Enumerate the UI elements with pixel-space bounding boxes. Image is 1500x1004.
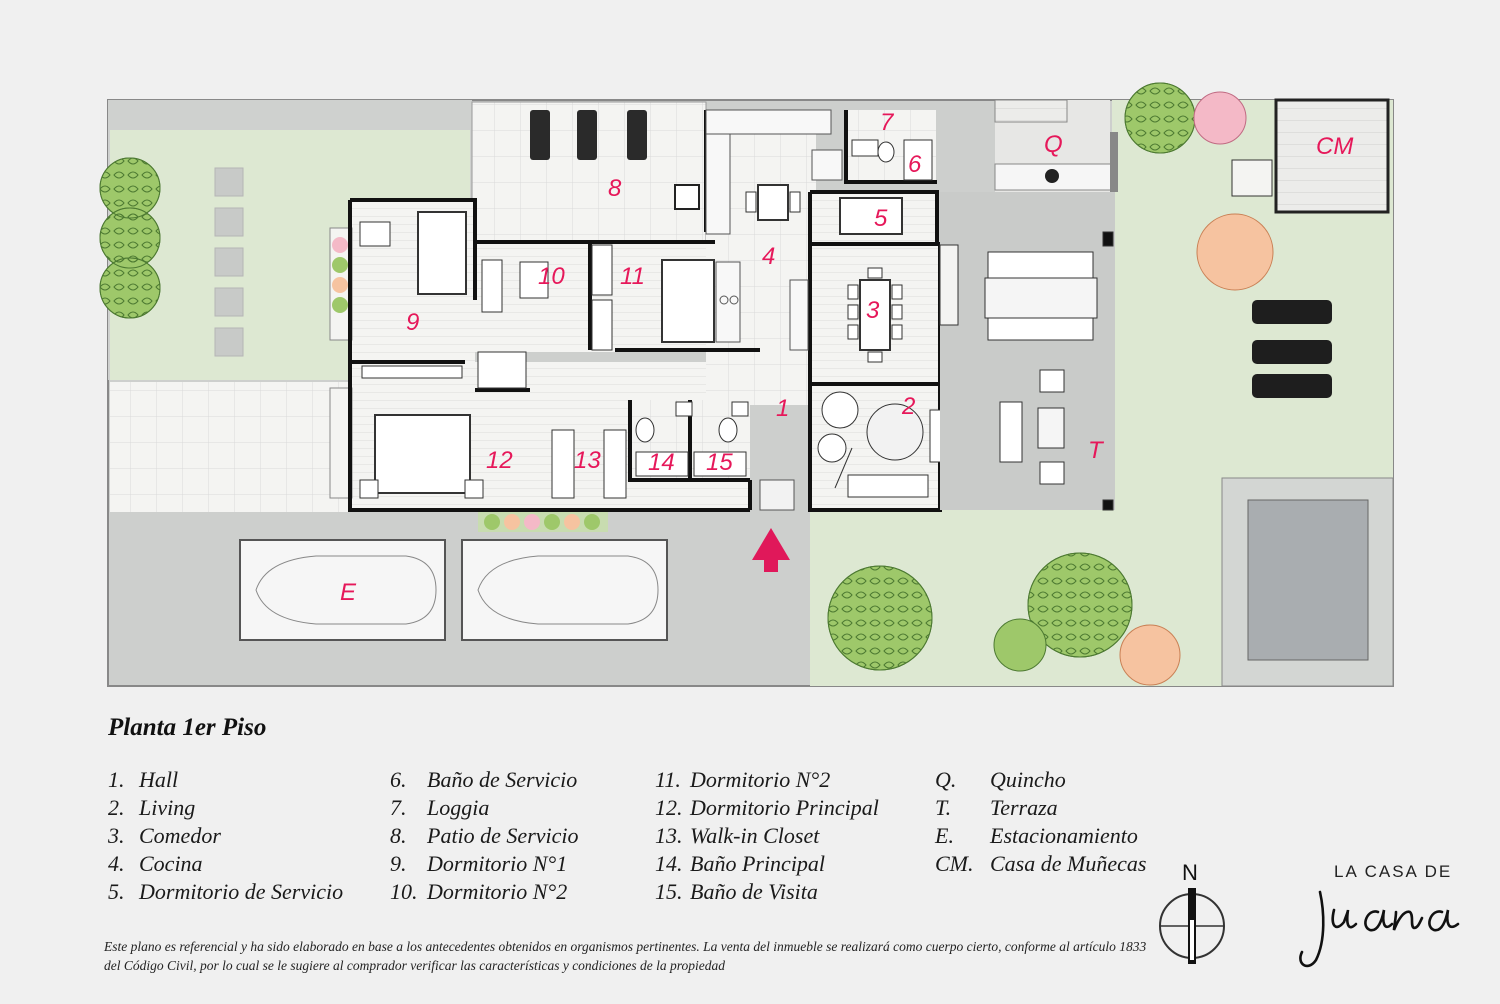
pool-loungers: [1252, 300, 1332, 398]
trees: [99, 82, 1274, 686]
legend-item: 13.Walk-in Closet: [655, 823, 820, 848]
tree-green-small: [993, 618, 1047, 672]
flower-beds: [332, 237, 608, 532]
legend-item: Q.Quincho: [935, 767, 1066, 792]
brand-tagline: LA CASA DE: [1334, 862, 1453, 881]
legend-column-1: 1.Hall 2.Living 3.Comedor 4.Cocina 5.Dor…: [108, 766, 343, 906]
quincho-area: [994, 99, 1118, 192]
legend-item: 8.Patio de Servicio: [390, 823, 579, 848]
legend-item: 14.Baño Principal: [655, 851, 826, 876]
legend-item: T.Terraza: [935, 795, 1058, 820]
legend-item: 3.Comedor: [108, 823, 221, 848]
tree-orange: [1196, 213, 1274, 291]
kitchen-table: [745, 184, 801, 221]
bathroom-fixtures: [635, 139, 933, 477]
legend-item: 5.Dormitorio de Servicio: [108, 879, 344, 904]
room-label-15: 15: [706, 449, 733, 476]
brand-logo: LA CASA DE: [1290, 860, 1480, 980]
legend-column-2: 6.Baño de Servicio 7.Loggia 8.Patio de S…: [390, 766, 579, 906]
parking-area: [200, 512, 810, 662]
legend-item: 10.Dormitorio N°2: [390, 879, 568, 904]
legend-item: 15.Baño de Visita: [655, 879, 818, 904]
room-label-5: 5: [874, 205, 888, 232]
room-label-t: T: [1088, 437, 1105, 464]
doll-house: [1231, 98, 1390, 214]
swimming-pool: [1221, 477, 1394, 687]
legend-item: CM.Casa de Muñecas: [935, 851, 1147, 876]
legend-column-3: 11.Dormitorio N°2 12.Dormitorio Principa…: [655, 766, 879, 906]
room-label-13: 13: [574, 447, 601, 474]
tree-orange-2: [1119, 624, 1181, 686]
terrace-area: [939, 192, 1115, 511]
legend-column-4: Q.Quincho T.Terraza E.Estacionamiento CM…: [935, 766, 1146, 878]
legend-item: 12.Dormitorio Principal: [655, 795, 879, 820]
room-labels: 1 2 3 4 5 6 7 8 9 10 11 12 13 14 15 Q T …: [340, 109, 1353, 606]
legend-item: 1.Hall: [108, 767, 179, 792]
stepping-stones: [214, 167, 244, 357]
room-label-6: 6: [908, 151, 922, 178]
room-label-2: 2: [901, 393, 915, 420]
room-label-14: 14: [648, 449, 675, 476]
legend-item: 9.Dormitorio N°1: [390, 851, 568, 876]
north-compass-icon: N: [1159, 860, 1225, 964]
bedroom-furniture: [359, 211, 715, 499]
tree-pink: [1193, 91, 1247, 145]
room-label-12: 12: [486, 447, 513, 474]
room-label-q: Q: [1044, 131, 1063, 158]
room-label-8: 8: [608, 175, 622, 202]
room-label-7: 7: [880, 109, 895, 136]
room-label-3: 3: [866, 297, 880, 324]
drying-racks: [530, 110, 700, 210]
living-furniture: [817, 391, 949, 498]
legend-item: 2.Living: [108, 795, 196, 820]
kitchen-fittings: [705, 109, 843, 351]
legend-item: 6.Baño de Servicio: [390, 767, 578, 792]
room-label-11: 11: [620, 263, 645, 290]
floor-plan: 1 2 3 4 5 6 7 8 9 10 11 12 13 14 15 Q T …: [99, 82, 1394, 687]
legend-item: 7.Loggia: [390, 795, 490, 820]
brand-signature: [1299, 890, 1460, 968]
legend-item: 11.Dormitorio N°2: [655, 767, 831, 792]
room-label-1: 1: [776, 395, 789, 422]
entrance-arrow: [752, 479, 795, 572]
room-label-cm: CM: [1316, 133, 1353, 160]
disclaimer-text: Este plano es referencial y ha sido elab…: [104, 939, 1147, 973]
tree-green: [99, 82, 1196, 671]
legend-item: E.Estacionamiento: [935, 823, 1138, 848]
room-label-e: E: [340, 579, 357, 606]
legend-title: Planta 1er Piso: [108, 714, 267, 741]
legend-item: 4.Cocina: [108, 851, 203, 876]
dining-table: [847, 267, 903, 363]
compass-north-label: N: [1182, 860, 1198, 885]
room-label-10: 10: [538, 263, 565, 290]
room-label-9: 9: [406, 309, 419, 336]
room-label-4: 4: [762, 243, 775, 270]
